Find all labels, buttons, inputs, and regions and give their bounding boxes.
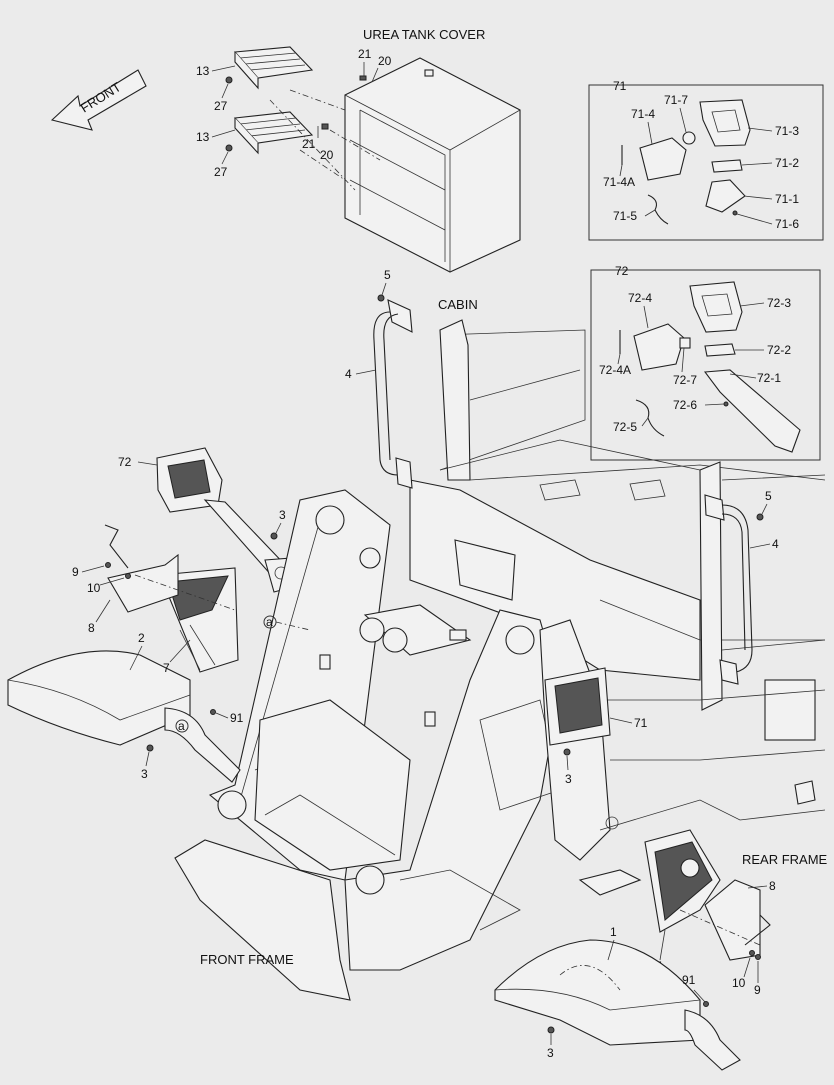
- reference-a-frame: a: [266, 615, 273, 629]
- callout-8-left: 8: [88, 621, 95, 635]
- inset-71: 71 71-4 71-7 71-3 71-2 71-4A 71-1 71-5 7…: [588, 79, 824, 241]
- callout-3-fender: 3: [141, 767, 148, 781]
- rear-frame-caption: REAR FRAME: [742, 852, 828, 867]
- handrail-right: [704, 494, 753, 685]
- callout-3-lamp: 3: [279, 508, 286, 522]
- callout-9-left: 9: [72, 565, 79, 579]
- handrail-left: [373, 299, 413, 489]
- front-arrow-icon: FRONT: [50, 69, 147, 131]
- label-72-1: 72-1: [757, 371, 781, 385]
- inset-72: 72 72-4 72-3 72-2 72-4A 72-7 72-1 72-6 7…: [590, 264, 821, 461]
- urea-tank-cover: [344, 57, 521, 273]
- callout-8-right: 8: [769, 879, 776, 893]
- label-71-4: 71-4: [631, 107, 655, 121]
- label-72-5: 72-5: [613, 420, 637, 434]
- callout-10-left: 10: [87, 581, 101, 595]
- callout-10-right: 10: [732, 976, 746, 990]
- callout-91-left: 91: [230, 711, 244, 725]
- fender-left: [7, 650, 241, 783]
- callout-13-lower: 13: [196, 130, 210, 144]
- callout-27-lower: 27: [214, 165, 228, 179]
- front-frame-caption: FRONT FRAME: [200, 952, 294, 967]
- callout-20-lower: 20: [320, 148, 334, 162]
- label-72-7: 72-7: [673, 373, 697, 387]
- inset-71-title: 71: [613, 79, 627, 93]
- label-72-6: 72-6: [673, 398, 697, 412]
- front-frame: [174, 489, 561, 1001]
- mudguard-right: [644, 829, 771, 961]
- callout-4-cabin: 4: [345, 367, 352, 381]
- mudguard-left: [104, 524, 239, 673]
- callout-9-right: 9: [754, 983, 761, 997]
- rear-frame: [539, 619, 826, 896]
- label-71-2: 71-2: [775, 156, 799, 170]
- label-71-5: 71-5: [613, 209, 637, 223]
- cabin-caption: CABIN: [438, 297, 478, 312]
- reference-a-fender: a: [178, 719, 185, 733]
- inset-72-title: 72: [615, 264, 629, 278]
- label-72-2: 72-2: [767, 343, 791, 357]
- callout-5-cabin: 5: [384, 268, 391, 282]
- callout-2: 2: [138, 631, 145, 645]
- callout-3-lamp71: 3: [565, 772, 572, 786]
- cabin: [409, 319, 826, 741]
- label-71-6: 71-6: [775, 217, 799, 231]
- callout-91-right: 91: [682, 973, 696, 987]
- label-71-3: 71-3: [775, 124, 799, 138]
- urea-tank-cover-caption: UREA TANK COVER: [363, 27, 485, 42]
- callout-3-fender-right: 3: [547, 1046, 554, 1060]
- label-72-3: 72-3: [767, 296, 791, 310]
- label-72-4a: 72-4A: [599, 363, 631, 377]
- callout-71-lamp: 71: [634, 716, 648, 730]
- label-71-4a: 71-4A: [603, 175, 635, 189]
- label-72-4: 72-4: [628, 291, 652, 305]
- callout-1: 1: [610, 925, 617, 939]
- callout-20-upper: 20: [378, 54, 392, 68]
- callout-27-upper: 27: [214, 99, 228, 113]
- step-upper: [233, 46, 314, 90]
- callout-5-right: 5: [765, 489, 772, 503]
- label-71-7: 71-7: [664, 93, 688, 107]
- callout-4-right: 4: [772, 537, 779, 551]
- label-71-1: 71-1: [775, 192, 799, 206]
- callout-7-left: 7: [163, 661, 170, 675]
- callout-21-lower: 21: [302, 137, 316, 151]
- callout-13-upper: 13: [196, 64, 210, 78]
- callout-21-upper: 21: [358, 47, 372, 61]
- callout-72-lamp: 72: [118, 455, 132, 469]
- step-lower: [233, 111, 314, 155]
- fender-right: [494, 939, 741, 1071]
